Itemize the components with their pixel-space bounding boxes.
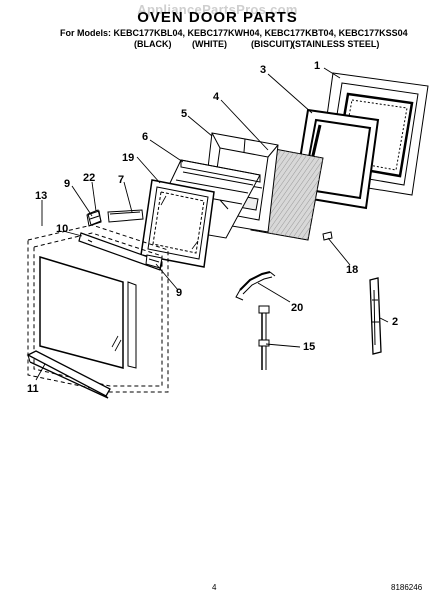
part-inner-glass	[39, 255, 137, 369]
callout-6: 6	[142, 131, 148, 143]
part-7-bracket	[107, 209, 144, 223]
callout-11: 11	[27, 383, 39, 395]
callout-19: 19	[122, 152, 134, 164]
callout-2: 2	[392, 316, 398, 328]
callout-5: 5	[181, 108, 187, 120]
part-window-glass	[140, 179, 215, 268]
part-20-hinge	[235, 271, 276, 301]
callout-15: 15	[303, 341, 315, 353]
watermark: AppliancePartsPros.com	[137, 2, 298, 17]
callout-3: 3	[260, 64, 266, 76]
color-black: (BLACK)	[134, 39, 172, 49]
part-15-hinge-rod	[258, 305, 270, 370]
color-white: (WHITE)	[192, 39, 227, 49]
callout-9-lower: 9	[176, 287, 182, 299]
page-number: 4	[212, 583, 217, 592]
callout-18: 18	[346, 264, 358, 276]
callout-4: 4	[213, 91, 220, 103]
callout-1: 1	[314, 60, 320, 72]
color-biscuit: (BISCUIT)	[251, 39, 293, 49]
callout-numbers: 1 2 3 4 5 6 7 9 9 10 11 13 15 18 19 20 2…	[27, 60, 398, 395]
callout-10: 10	[56, 223, 68, 235]
document-number: 8186246	[391, 583, 423, 592]
part-2-hinge	[369, 277, 382, 355]
leader-lines	[35, 67, 389, 381]
callout-22: 22	[83, 172, 95, 184]
page-title: OVEN DOOR PARTS	[137, 9, 298, 26]
color-stainless: (STAINLESS STEEL)	[292, 39, 380, 49]
callout-20: 20	[291, 302, 303, 314]
part-18-clip	[322, 231, 333, 241]
part-9-clip-lower	[145, 254, 163, 269]
part-9-clip-upper	[86, 210, 102, 227]
callout-13: 13	[35, 190, 47, 202]
callout-7: 7	[118, 174, 124, 186]
model-list: For Models: KEBC177KBL04, KEBC177KWH04, …	[60, 28, 408, 38]
callout-9-upper: 9	[64, 178, 70, 190]
